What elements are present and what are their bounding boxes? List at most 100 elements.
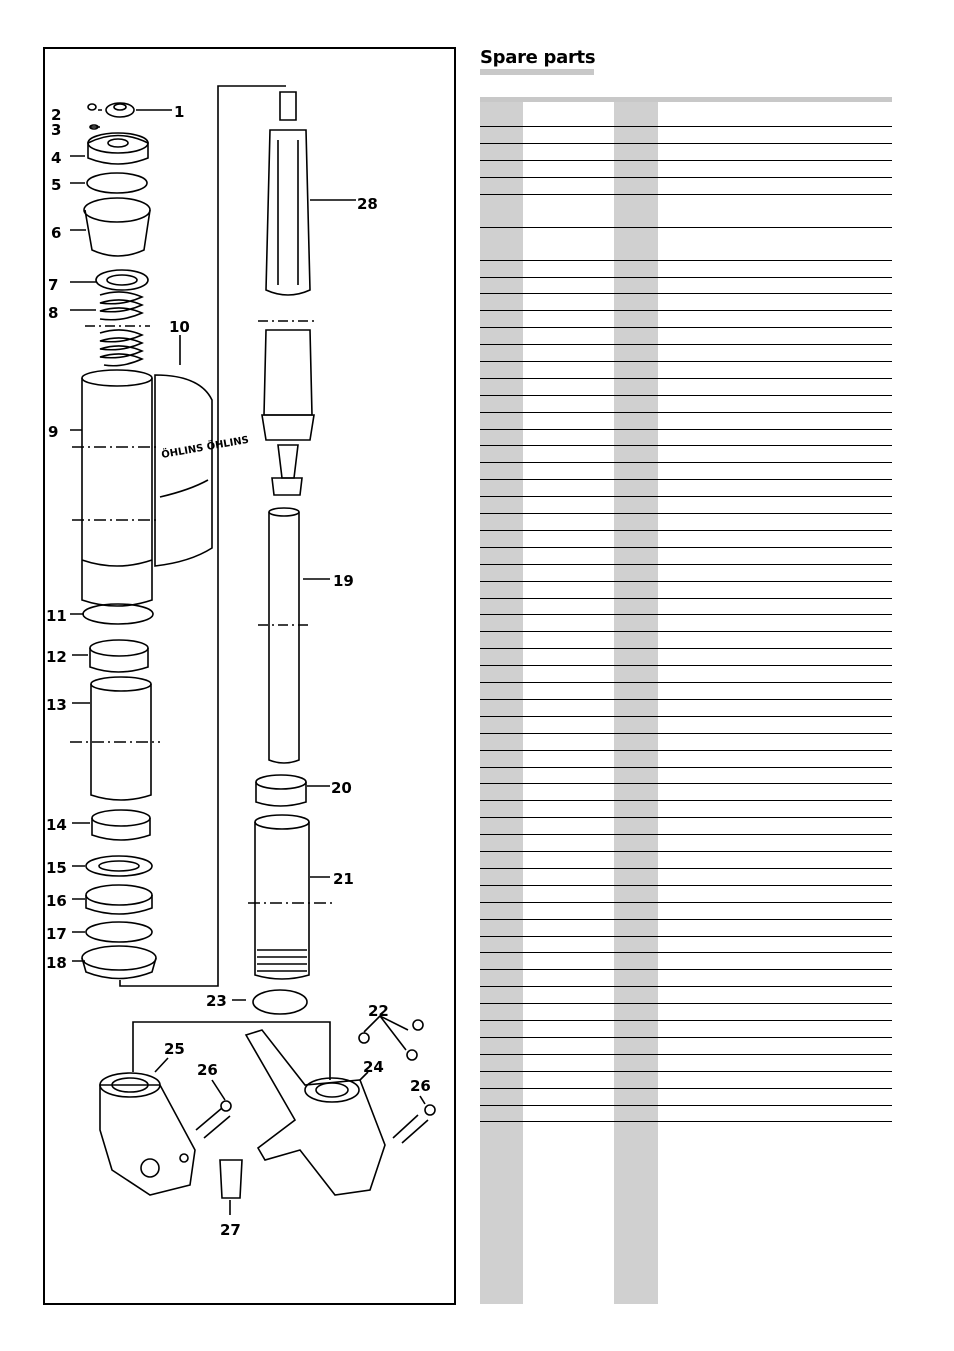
- part-6-cup: [84, 209, 151, 257]
- table-row-rule: [480, 1037, 892, 1038]
- table-row-rule: [480, 496, 892, 497]
- table-row-rule: [480, 1105, 892, 1106]
- callout-26: 26: [410, 1077, 431, 1095]
- table-row-rule: [480, 479, 892, 480]
- exploded-view-frame: [43, 47, 456, 1305]
- table-row-rule: [480, 126, 892, 127]
- table-row-rule: [480, 733, 892, 734]
- callout-14: 14: [46, 816, 67, 834]
- callout-1: 1: [174, 103, 185, 121]
- table-row-rule: [480, 310, 892, 311]
- part-10-sleeve: [154, 374, 213, 567]
- table-row-rule: [480, 260, 892, 261]
- table-row-rule: [480, 750, 892, 751]
- part-25-axle-clamp: [99, 1084, 196, 1196]
- part-12-bushing: [89, 648, 149, 673]
- table-row-rule: [480, 160, 892, 161]
- callout-13: 13: [46, 696, 67, 714]
- table-row-rule: [480, 699, 892, 700]
- callout-9: 9: [48, 423, 59, 441]
- callout-6: 6: [51, 224, 62, 242]
- table-row-rule: [480, 952, 892, 953]
- table-row-rule: [480, 834, 892, 835]
- part-16-seal: [85, 895, 153, 915]
- parts-table-column-position: [480, 102, 523, 1304]
- part-7-washer: [95, 269, 149, 291]
- part-4-cap: [87, 134, 149, 165]
- table-top-rule: [480, 97, 892, 102]
- callout-24: 24: [363, 1058, 384, 1076]
- callout-11: 11: [46, 607, 67, 625]
- callout-22: 22: [368, 1002, 389, 1020]
- table-row-rule: [480, 429, 892, 430]
- table-row-rule: [480, 194, 892, 195]
- callout-15: 15: [46, 859, 67, 877]
- table-row-rule: [480, 851, 892, 852]
- table-row-rule: [480, 919, 892, 920]
- table-row-rule: [480, 462, 892, 463]
- part-1-nut: [105, 102, 135, 118]
- part-21-tube: [254, 822, 310, 980]
- callout-19: 19: [333, 572, 354, 590]
- callout-17: 17: [46, 925, 67, 943]
- table-row-rule: [480, 227, 892, 228]
- part-11-circlip: [82, 603, 154, 625]
- callout-4: 4: [51, 149, 62, 167]
- callout-25: 25: [164, 1040, 185, 1058]
- part-28-cartridge: [265, 129, 311, 296]
- part-13-tube: [90, 684, 152, 801]
- callout-18: 18: [46, 954, 67, 972]
- callout-21: 21: [333, 870, 354, 888]
- part-27-valve: [219, 1159, 243, 1199]
- table-row-rule: [480, 1088, 892, 1089]
- callout-23: 23: [206, 992, 227, 1010]
- part-23-oring: [252, 989, 308, 1015]
- callout-10: 10: [169, 318, 190, 336]
- table-row-rule: [480, 767, 892, 768]
- part-5-oring: [86, 172, 148, 194]
- title-underline: [480, 69, 594, 75]
- callout-27: 27: [220, 1221, 241, 1239]
- part-17-ring: [85, 921, 153, 943]
- table-row-rule: [480, 445, 892, 446]
- callout-26: 26: [197, 1061, 218, 1079]
- table-row-rule: [480, 682, 892, 683]
- part-14-bushing: [91, 818, 151, 841]
- part-22-screw: [358, 1032, 370, 1044]
- table-row-rule: [480, 344, 892, 345]
- table-row-rule: [480, 1003, 892, 1004]
- callout-12: 12: [46, 648, 67, 666]
- part-2-screw: [87, 103, 97, 111]
- part-8-spring: [99, 291, 144, 367]
- table-row-rule: [480, 581, 892, 582]
- table-row-rule: [480, 378, 892, 379]
- callout-16: 16: [46, 892, 67, 910]
- table-row-rule: [480, 969, 892, 970]
- part-9-tube: [81, 378, 153, 607]
- table-row-rule: [480, 177, 892, 178]
- callout-20: 20: [331, 779, 352, 797]
- table-row-rule: [480, 1054, 892, 1055]
- callout-3: 3: [51, 121, 62, 139]
- table-row-rule: [480, 868, 892, 869]
- table-row-rule: [480, 395, 892, 396]
- callout-5: 5: [51, 176, 62, 194]
- table-row-rule: [480, 902, 892, 903]
- part-18-scraper: [81, 957, 157, 980]
- table-row-rule: [480, 547, 892, 548]
- part-24-axle-clamp: [244, 1029, 386, 1196]
- ohlins-logo: ÖHLINS ÖHLINS: [160, 432, 250, 461]
- part-19-rod: [268, 512, 300, 764]
- parts-table-column-quantity: [614, 102, 658, 1304]
- part-15-washer: [85, 855, 153, 877]
- table-row-rule: [480, 513, 892, 514]
- table-row-rule: [480, 361, 892, 362]
- table-row-rule: [480, 1071, 892, 1072]
- callout-2: 2: [51, 106, 62, 124]
- table-row-rule: [480, 936, 892, 937]
- table-row-rule: [480, 783, 892, 784]
- table-row-rule: [480, 648, 892, 649]
- callout-8: 8: [48, 304, 59, 322]
- table-row-rule: [480, 986, 892, 987]
